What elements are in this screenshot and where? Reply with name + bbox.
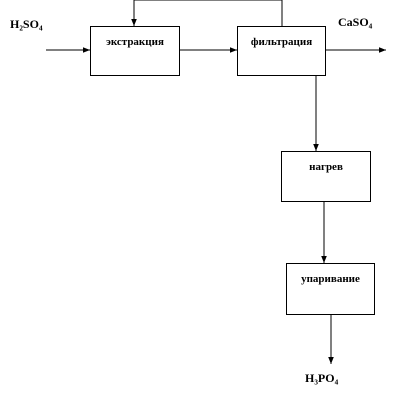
product-output-label: H₃PO₄ bbox=[305, 371, 339, 385]
evaporation-label: упаривание bbox=[301, 273, 360, 285]
filtration-label: фильтрация bbox=[250, 36, 313, 48]
evaporation-box: упаривание bbox=[286, 263, 375, 315]
byproduct-output-label: CaSO₄ bbox=[338, 15, 373, 29]
acid-input-label: H₂SO₄ bbox=[10, 17, 43, 31]
heating-label: нагрев bbox=[309, 161, 343, 173]
extraction-label: экстракция bbox=[106, 36, 164, 48]
extraction-box: экстракция bbox=[90, 26, 180, 76]
filtration-box: фильтрация bbox=[237, 26, 326, 76]
heating-box: нагрев bbox=[281, 151, 371, 202]
arrow-recycle-loop bbox=[131, 0, 283, 26]
